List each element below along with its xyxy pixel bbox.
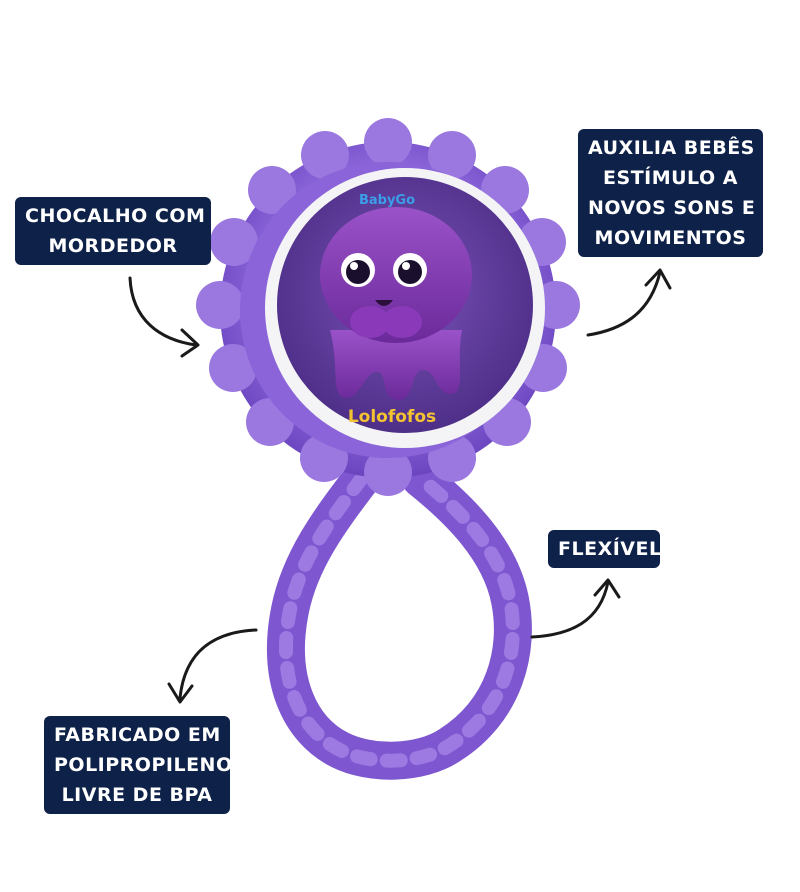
arrowhead-chocalho-icon — [180, 328, 200, 358]
label-line: ESTÍMULO A — [603, 167, 738, 189]
label-line: LIVRE DE BPA — [61, 784, 213, 806]
label-line: AUXILIA BEBÊS NO — [588, 137, 796, 159]
teether-handle — [267, 459, 532, 780]
brand-bottom-text: Lolofofos — [348, 407, 436, 427]
arrowhead-auxilia-icon — [644, 268, 672, 290]
octopus-character — [320, 207, 472, 400]
label-line: MOVIMENTOS — [594, 227, 747, 249]
arrow-flexivel-icon — [530, 580, 610, 639]
arrowhead-flexivel-icon — [593, 578, 621, 599]
arrow-chocalho-icon — [128, 276, 198, 347]
label-auxilia-bebes: AUXILIA BEBÊS NO ESTÍMULO A NOVOS SONS E… — [578, 129, 796, 257]
arrowhead-fabricado-icon — [167, 682, 194, 704]
label-line: MORDEDOR — [48, 235, 178, 257]
label-line: CHOCALHO COM — [25, 205, 206, 227]
label-line: NOVOS SONS E — [588, 197, 756, 219]
label-fabricado-em-polipropileno: FABRICADO EM POLIPROPILENO LIVRE DE BPA — [44, 716, 233, 814]
arrows — [128, 268, 672, 704]
label-chocalho-com-mordedor: CHOCALHO COM MORDEDOR — [15, 197, 211, 265]
arrow-auxilia-icon — [586, 270, 662, 337]
label-flexivel: FLEXÍVEL — [548, 530, 662, 568]
arrow-fabricado-icon — [178, 628, 258, 700]
label-line: FLEXÍVEL — [558, 538, 662, 560]
label-line: POLIPROPILENO — [54, 754, 233, 776]
brand-top-text: BabyGo — [359, 193, 415, 208]
label-line: FABRICADO EM — [54, 724, 221, 746]
